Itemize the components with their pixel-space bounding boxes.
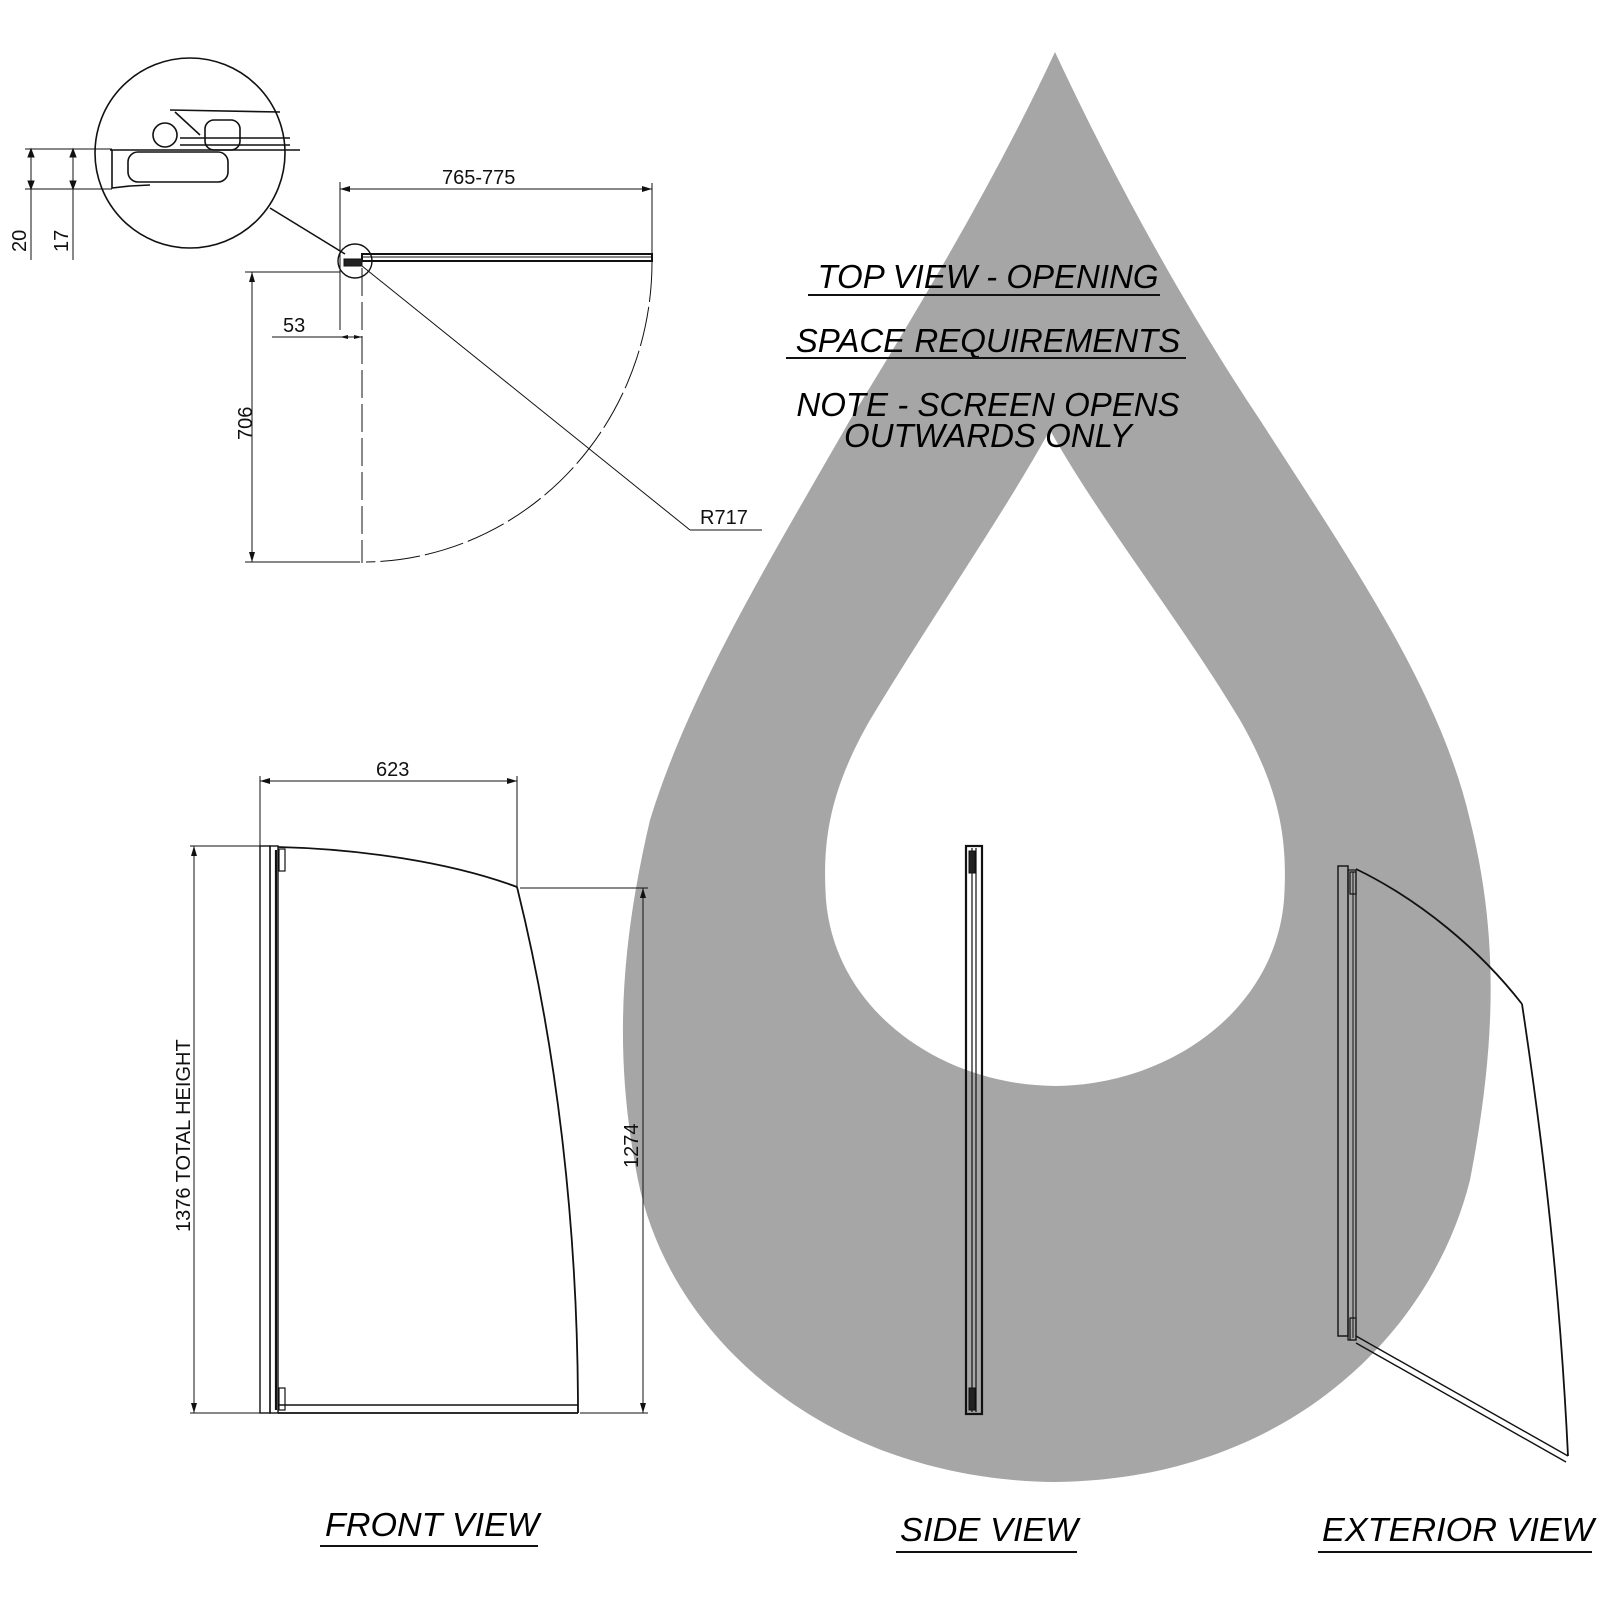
droplet-watermark [622, 52, 1491, 1482]
top-view-plan [245, 182, 762, 563]
detail-dim-20: 20 [9, 230, 31, 252]
top-depth-dim: 706 [235, 407, 257, 440]
note-line-1: NOTE - SCREEN OPENS [796, 386, 1179, 423]
top-offset-dim: 53 [283, 315, 305, 337]
detail-dim-17: 17 [51, 230, 73, 252]
detail-dimensions [25, 147, 112, 260]
title-top-view-opening: TOP VIEW - OPENING [817, 258, 1158, 295]
top-width-dim: 765-775 [442, 167, 515, 189]
label-front-view: FRONT VIEW [325, 1506, 542, 1543]
hinge-detail-callout [94, 57, 346, 255]
label-side-view: SIDE VIEW [900, 1511, 1081, 1548]
front-total-height-dim: 1376 TOTAL HEIGHT [173, 1039, 195, 1232]
label-exterior-view: EXTERIOR VIEW [1322, 1511, 1597, 1548]
title-space-requirements: SPACE REQUIREMENTS [796, 322, 1180, 359]
front-view-drawing [190, 776, 648, 1414]
top-radius-dim: R717 [700, 507, 748, 529]
exterior-view-drawing [1337, 865, 1569, 1463]
note-line-2: OUTWARDS ONLY [844, 417, 1134, 454]
side-view-drawing [964, 844, 984, 1416]
front-width-dim: 623 [376, 759, 409, 781]
front-edge-height-dim: 1274 [621, 1124, 643, 1169]
